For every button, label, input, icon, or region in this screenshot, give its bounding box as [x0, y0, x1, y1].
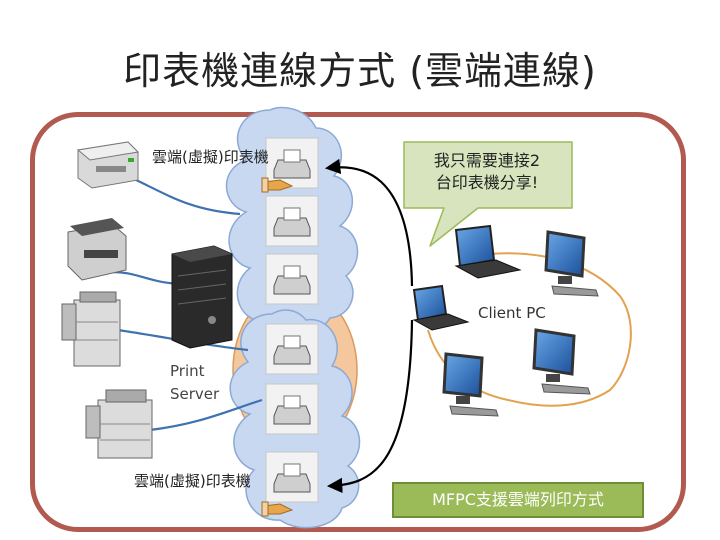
cloud-printer-icon [265, 383, 319, 435]
desktop-pc-icon [442, 352, 499, 417]
print-server-label: Print Server [170, 362, 220, 403]
desktop-pc-icon [544, 230, 599, 297]
cloud-printer-label-bottom: 雲端(虛擬)印表機 [134, 472, 251, 490]
client-pc-label: Client PC [478, 304, 546, 322]
page-title: 印表機連線方式 (雲端連線) [123, 49, 597, 93]
hand-share-icon [261, 177, 294, 193]
hand-share-icon [261, 501, 294, 517]
arrow-bottom-cloud-to-laptop [326, 319, 414, 494]
cloud-printer-icon [265, 137, 319, 189]
cloud-printer-icon [265, 451, 319, 503]
printer-icon [67, 218, 127, 281]
callout-balloon [403, 141, 573, 247]
callout-line-2: 台印表機分享! [435, 173, 539, 192]
cloud-printer-icon [265, 195, 319, 247]
printer-icon [85, 389, 153, 459]
printer-icon [61, 291, 121, 367]
cloud-printer-icon [265, 323, 319, 375]
laptop-icon [454, 224, 522, 279]
footer-banner: MFPC支援雲端列印方式 [392, 482, 644, 518]
desktop-pc-icon [532, 328, 591, 395]
callout-line-1: 我只需要連接2 [433, 151, 541, 170]
callout-text: 我只需要連接2 台印表機分享! [412, 150, 562, 194]
laptop-icon [412, 284, 470, 331]
arrow-top-cloud-to-laptop [324, 158, 414, 287]
printer-icon [76, 141, 140, 189]
cloud-printer-label-top: 雲端(虛擬)印表機 [152, 148, 269, 166]
cloud-printer-icon [265, 253, 319, 305]
diagram-frame [30, 112, 686, 532]
tower-server-icon [171, 245, 233, 349]
